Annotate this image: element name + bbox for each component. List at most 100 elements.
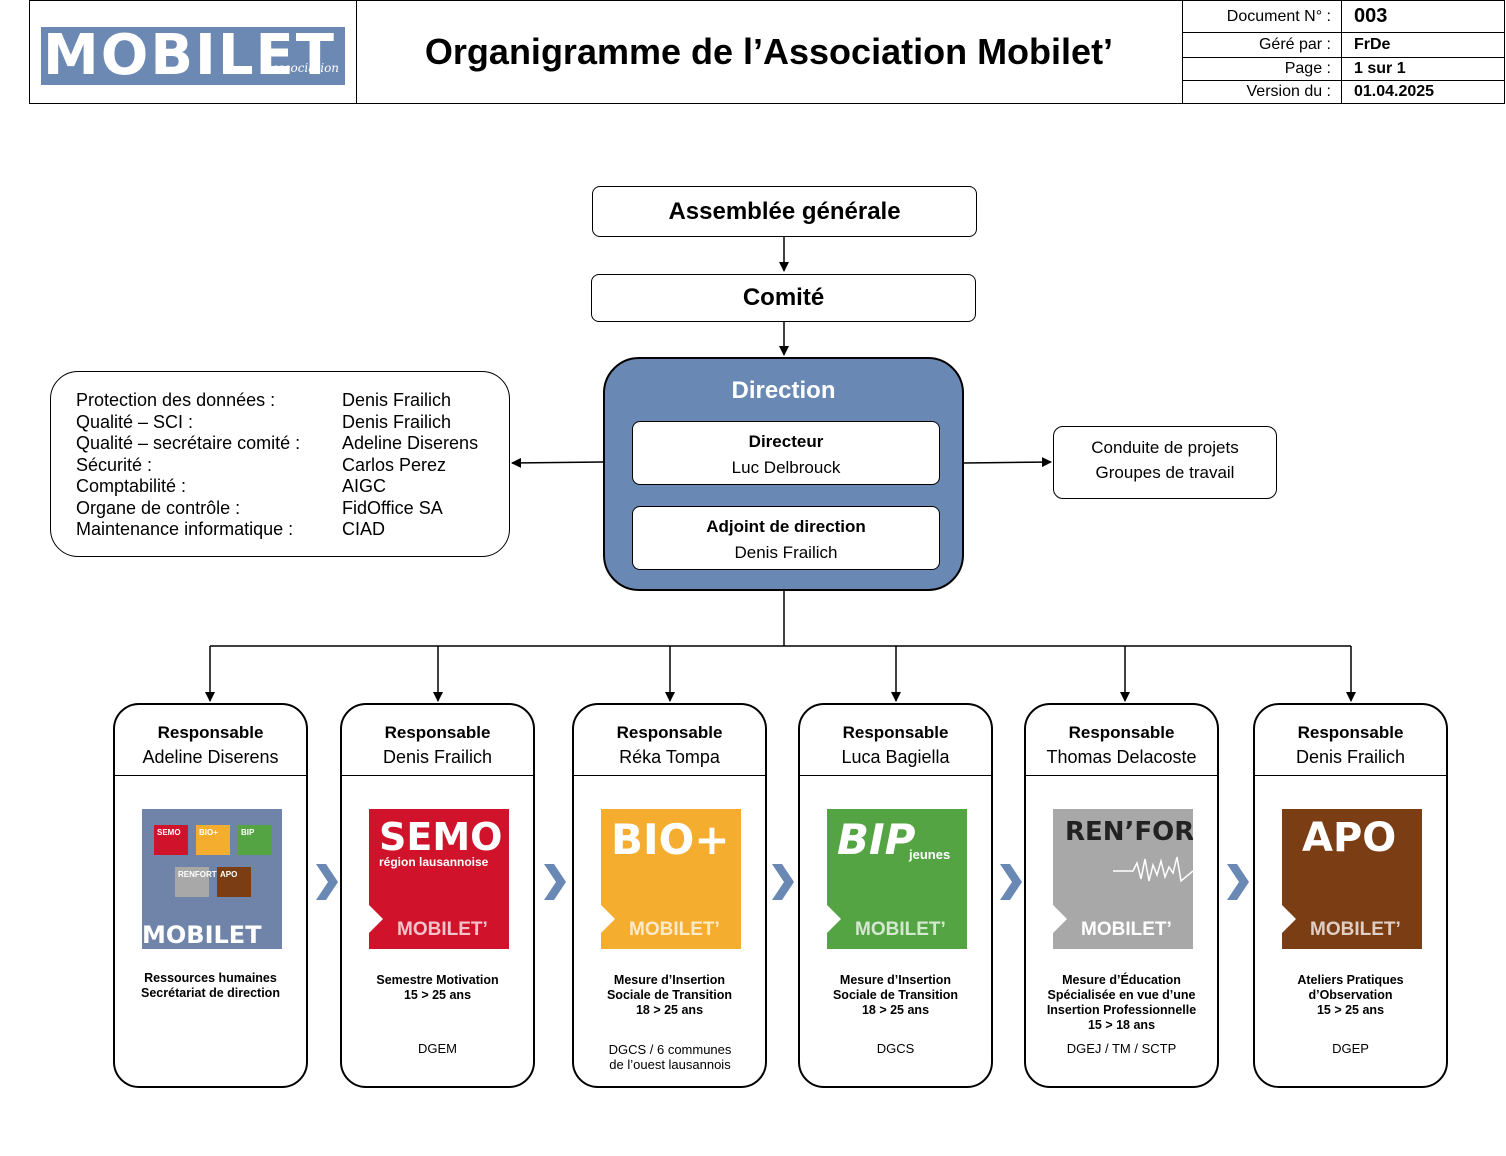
department-semo: Responsable Denis Frailich SEMO région l…: [340, 703, 535, 1088]
role-row: Sécurité : Carlos Perez: [76, 455, 496, 477]
tile-wordmark: MOBILET’: [629, 919, 720, 940]
role-row: Qualité – secrétaire comité : Adeline Dis…: [76, 433, 496, 455]
role-value: FidOffice SA: [342, 497, 443, 518]
department-role: Responsable: [1297, 723, 1404, 742]
department-description: Semestre Motivation 15 > 25 ans: [346, 973, 529, 1003]
tile-wordmark: MOBILET’: [397, 919, 488, 940]
department-description: Mesure d’Éducation Spécialisée en vue d’…: [1030, 973, 1213, 1033]
department-logo-tile: APO MOBILET’: [1282, 809, 1422, 949]
role-label: Sécurité :: [76, 454, 153, 475]
description-line: 18 > 25 ans: [635, 1003, 704, 1017]
role-label: Qualité – secrétaire comité :: [76, 433, 301, 453]
tile-notch: [1282, 905, 1296, 933]
description-line: d’Observation: [1308, 988, 1393, 1002]
tile-logo-text: MOBILET: [142, 921, 262, 949]
tile-title: SEMO: [379, 815, 503, 859]
logo-cell: MOBILET association: [30, 1, 357, 103]
role-row: Qualité – SCI : Denis Frailich: [76, 412, 496, 434]
department-bip: Responsable Luca Bagiella BIP jeunes MOB…: [798, 703, 993, 1088]
projects-line-2: Groupes de travail: [1095, 463, 1235, 482]
role-label: Qualité – SCI :: [76, 411, 194, 432]
role-row: Maintenance informatique :CIAD: [76, 519, 496, 541]
tile-subtitle: jeunes: [909, 847, 951, 862]
tile-title: BIO+: [611, 815, 730, 864]
description-line: Mesure d’Insertion: [613, 973, 726, 987]
description-line: Ateliers Pratiques: [1297, 973, 1404, 987]
description-line: Sociale de Transition: [606, 988, 733, 1002]
committee-box: Comité: [591, 274, 976, 322]
role-label: Protection des données :: [76, 390, 276, 410]
mini-tile-label: BIO+: [199, 828, 218, 837]
department-manager: Thomas Delacoste: [1046, 747, 1197, 767]
description-line: Ressources humaines: [144, 971, 277, 985]
department-description: Mesure d’Insertion Sociale de Transition…: [578, 973, 761, 1018]
tile-notch: [1053, 905, 1067, 933]
department-header: Responsable Réka Tompa: [574, 705, 765, 776]
department-description: Ateliers Pratiques d’Observation 15 > 25…: [1259, 973, 1442, 1018]
department-funder: DGEP: [1332, 1041, 1369, 1056]
department-logo-tile: BIO+ MOBILET’: [601, 809, 741, 949]
department-logo-tile: REN’FORT MOBILET’: [1053, 809, 1193, 949]
department-header: Responsable Denis Frailich: [342, 705, 533, 776]
chevron-icon: [1227, 864, 1249, 900]
department-manager: Réka Tompa: [619, 747, 720, 767]
role-value: Adeline Diserens: [342, 433, 479, 453]
department-role: Responsable: [616, 723, 723, 742]
deputy-name: Denis Frailich: [734, 543, 838, 562]
department-role: Responsable: [842, 723, 949, 742]
mini-tile-bio: BIO+: [196, 825, 230, 855]
tile-title: BIP: [837, 815, 916, 864]
tile-notch: [369, 905, 383, 933]
meta-row-version: Version du : 01.04.2025: [1182, 80, 1504, 103]
tile-title: REN’FORT: [1065, 817, 1193, 847]
department-logo-tile: SEMO BIO+ BIP RENFORT APO MOBILET: [142, 809, 282, 949]
department-funder: DGCS / 6 communes de l’ouest lausannois: [608, 1042, 732, 1072]
tile-notch: [601, 905, 615, 933]
description-line: 15 > 18 ans: [1087, 1018, 1156, 1032]
direction-title: Direction: [731, 377, 836, 404]
chevron-icon: [1000, 864, 1022, 900]
page-title: Organigramme de l’Association Mobilet’: [424, 31, 1114, 72]
role-label: Organe de contrôle :: [76, 497, 241, 518]
description-line: 15 > 25 ans: [1316, 1003, 1385, 1017]
mini-tile-label: APO: [220, 870, 238, 879]
description-line: Mesure d’Éducation: [1062, 973, 1181, 987]
department-role: Responsable: [157, 723, 264, 742]
mini-tile-semo: SEMO: [154, 825, 188, 855]
department-apo: Responsable Denis Frailich APO MOBILET’ …: [1253, 703, 1448, 1088]
meta-value: 01.04.2025: [1354, 82, 1435, 100]
meta-value: 003: [1354, 5, 1388, 27]
director-name: Luc Delbrouck: [731, 458, 841, 477]
mini-tile-bip: BIP: [238, 825, 272, 855]
mini-tile-renfort: RENFORT: [175, 867, 217, 897]
department-description: Mesure d’Insertion Sociale de Transition…: [804, 973, 987, 1018]
mini-tile-label: BIP: [241, 828, 255, 837]
meta-row-document: Document N° : 003: [1182, 1, 1504, 33]
tile-title: APO: [1302, 815, 1397, 861]
chevron-icon: [316, 864, 338, 900]
mini-tile-apo: APO: [217, 867, 251, 897]
mini-tile-label: SEMO: [157, 828, 181, 837]
department-header: Responsable Thomas Delacoste: [1026, 705, 1217, 776]
meta-value: FrDe: [1354, 35, 1391, 53]
department-funder: DGEM: [418, 1041, 457, 1056]
role-row: Protection des données :Denis Frailich: [76, 390, 496, 412]
chevron-icon: [544, 864, 566, 900]
role-row: Comptabilité :AIGC: [76, 476, 496, 498]
tile-subtitle: région lausannoise: [379, 855, 489, 869]
department-manager: Luca Bagiella: [841, 747, 950, 767]
document-meta-table: Document N° : 003 Géré par : FrDe Page :…: [1182, 1, 1506, 103]
tile-wordmark: MOBILET’: [1081, 919, 1172, 940]
department-role: Responsable: [384, 723, 491, 742]
logo-subtext: association: [271, 61, 340, 75]
direction-box: Direction Directeur Luc Delbrouck Adjoin…: [603, 357, 964, 591]
projects-box: Conduite de projets Groupes de travail: [1053, 426, 1277, 499]
role-value: Denis Frailich: [342, 411, 452, 432]
department-bio: Responsable Réka Tompa BIO+ MOBILET’ Mes…: [572, 703, 767, 1088]
tile-notch: [827, 905, 841, 933]
department-logo-tile: BIP jeunes MOBILET’: [827, 809, 967, 949]
deputy-role: Adjoint de direction: [706, 517, 866, 536]
wave-icon: [1113, 856, 1193, 883]
role-value: Carlos Perez: [342, 454, 447, 475]
meta-row-page: Page : 1 sur 1: [1182, 57, 1504, 81]
